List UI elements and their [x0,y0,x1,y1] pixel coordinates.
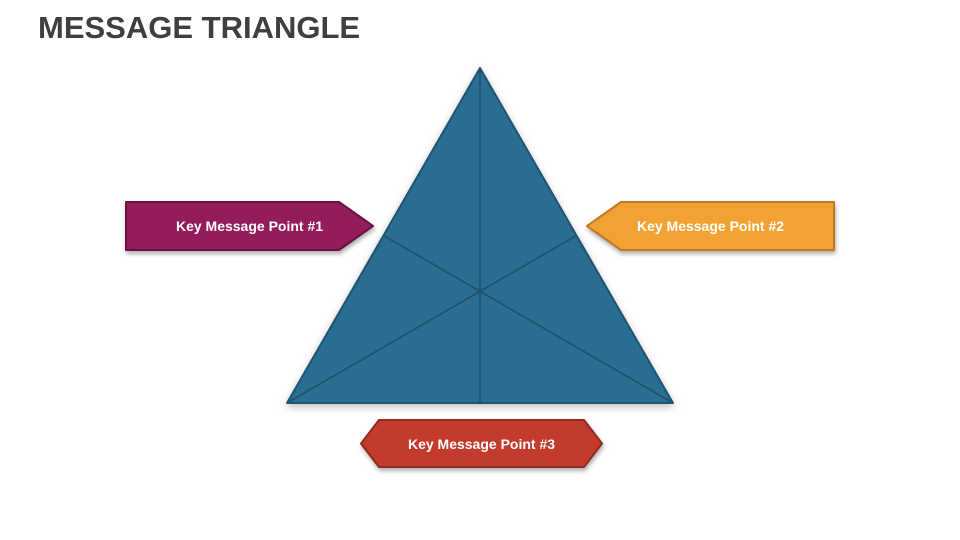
double-point-banner-shape [360,419,603,468]
key-message-point-3-label: Key Message Point #3 [407,435,556,452]
key-message-banner-3: Key Message Point #3 [360,419,603,468]
triangle-median-line-right-to-left [383,234,674,404]
key-message-banner-2: Key Message Point #2 [586,201,835,251]
banner-2-polygon [586,201,835,251]
triangle-median-line-left-to-right [286,234,577,404]
key-message-point-2-label: Key Message Point #2 [636,218,785,234]
left-arrow-banner-shape [586,201,835,251]
right-arrow-banner-shape [125,201,374,251]
banner-3-polygon [360,419,603,468]
slide-title: MESSAGE TRIANGLE [38,10,361,45]
banner-1-polygon [125,201,374,251]
key-message-point-1-label: Key Message Point #1 [175,218,324,234]
key-message-banner-1: Key Message Point #1 [125,201,374,251]
